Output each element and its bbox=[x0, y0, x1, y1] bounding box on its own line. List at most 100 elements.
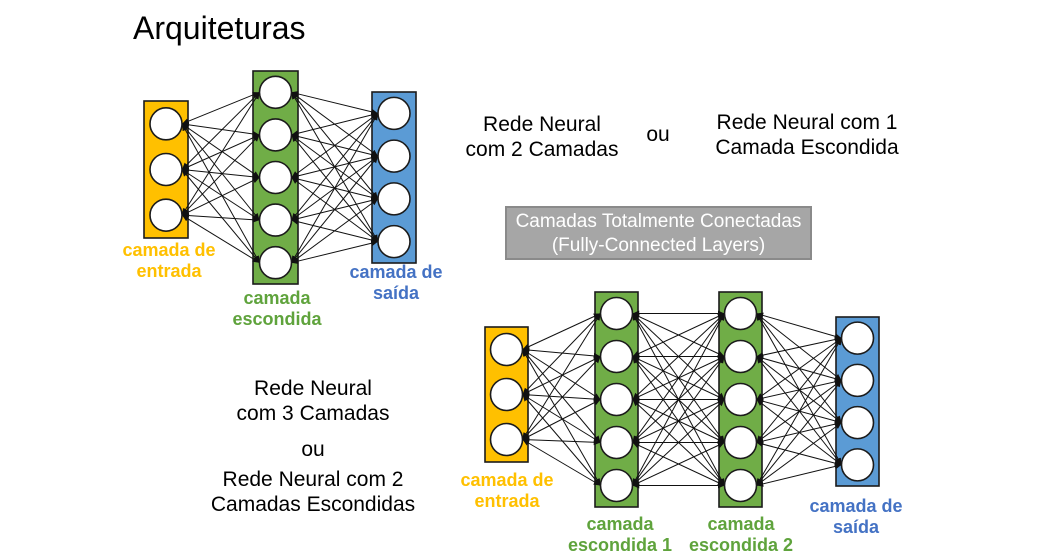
neuron-node bbox=[723, 468, 758, 503]
connection-line bbox=[181, 177, 260, 216]
connection-line bbox=[291, 112, 379, 137]
label-line: camada bbox=[586, 514, 654, 534]
connection-line bbox=[291, 90, 379, 115]
label-line: camada bbox=[243, 288, 311, 308]
neuron-node bbox=[258, 203, 293, 237]
caption-line: Rede Neural com 1 bbox=[716, 111, 898, 134]
neuron-node bbox=[840, 405, 875, 440]
neuron-node bbox=[489, 377, 524, 412]
connection-line bbox=[291, 240, 379, 265]
connection-line bbox=[181, 123, 260, 221]
connection-line bbox=[181, 91, 260, 170]
network1-diagram bbox=[143, 70, 417, 285]
net2-hidden2-layer-label: camada escondida 2 bbox=[666, 514, 816, 556]
net1-hidden-layer-label: camada escondida bbox=[202, 288, 352, 330]
caption-line: Rede Neural bbox=[254, 377, 372, 400]
neuron-node bbox=[723, 425, 758, 460]
neuron-node bbox=[377, 139, 411, 173]
caption-or-top: ou bbox=[646, 123, 670, 146]
net1-input-layer-label: camada de entrada bbox=[94, 240, 244, 282]
neuron-node bbox=[377, 182, 411, 216]
connection-line bbox=[181, 169, 260, 221]
connection-line bbox=[291, 155, 379, 264]
connection-line bbox=[181, 91, 260, 125]
label-line: saída bbox=[372, 283, 420, 303]
caption-two-layers: Rede Neural com 2 Camadas bbox=[452, 112, 632, 162]
label-line: escondida 2 bbox=[688, 535, 794, 555]
connection-line bbox=[522, 439, 601, 486]
neuron-node bbox=[840, 448, 875, 482]
label-line: saída bbox=[832, 517, 880, 537]
net2-hidden1-layer-label: camada escondida 1 bbox=[541, 514, 699, 556]
connection-line bbox=[522, 313, 601, 395]
neuron-node bbox=[723, 339, 758, 374]
fully-connected-box: Camadas Totalmente Conectadas (Fully-Con… bbox=[505, 206, 812, 260]
neuron-node bbox=[489, 332, 524, 367]
connection-line bbox=[522, 347, 601, 359]
label-line: camada de bbox=[809, 496, 903, 516]
net2-output-layer-label: camada de saída bbox=[780, 496, 932, 538]
caption-line: Rede Neural bbox=[483, 113, 601, 136]
fully-connected-box-line2: (Fully-Connected Layers) bbox=[551, 235, 766, 256]
label-line: escondida bbox=[232, 309, 322, 329]
caption-line: Camadas Escondidas bbox=[210, 493, 416, 516]
network2-diagram bbox=[484, 291, 880, 508]
caption-line: com 2 Camadas bbox=[465, 138, 619, 161]
label-line: escondida 1 bbox=[567, 535, 673, 555]
neuron-node bbox=[840, 321, 875, 355]
neuron-node bbox=[377, 96, 411, 131]
connection-line bbox=[291, 198, 379, 264]
fully-connected-box-line1: Camadas Totalmente Conectadas bbox=[515, 211, 802, 232]
neuron-node bbox=[258, 160, 293, 195]
neuron-node bbox=[840, 363, 875, 398]
caption-line: Camada Escondida bbox=[715, 136, 899, 159]
neuron-node bbox=[723, 296, 758, 331]
connection-line bbox=[522, 313, 601, 440]
connection-line bbox=[756, 312, 842, 340]
label-line: camada de bbox=[122, 240, 216, 260]
neuron-node bbox=[599, 382, 634, 417]
connection-line bbox=[756, 463, 842, 487]
net1-output-layer-label: camada de saída bbox=[321, 262, 471, 304]
neuron-node bbox=[258, 118, 293, 152]
connection-line bbox=[522, 349, 601, 486]
label-line: entrada bbox=[136, 261, 202, 281]
neuron-node bbox=[149, 107, 183, 141]
page-title: Arquiteturas bbox=[133, 10, 306, 46]
caption-line: Rede Neural com 2 bbox=[222, 468, 404, 491]
label-line: camada de bbox=[460, 470, 554, 490]
connection-line bbox=[522, 356, 601, 395]
net2-input-layer-label: camada de entrada bbox=[432, 470, 582, 512]
caption-line: com 3 Camadas bbox=[236, 402, 390, 425]
label-line: camada de bbox=[349, 262, 443, 282]
connection-line bbox=[181, 134, 260, 216]
neuron-node bbox=[258, 245, 293, 280]
label-line: camada bbox=[707, 514, 775, 534]
caption-or-bottom: ou bbox=[301, 438, 325, 461]
neuron-node bbox=[377, 224, 411, 259]
caption-one-hidden: Rede Neural com 1 Camada Escondida bbox=[698, 110, 916, 160]
neuron-node bbox=[723, 382, 758, 417]
connection-line bbox=[291, 113, 379, 221]
label-line: entrada bbox=[474, 491, 540, 511]
connection-line bbox=[522, 394, 601, 443]
neuron-node bbox=[599, 339, 634, 374]
neuron-node bbox=[149, 152, 183, 187]
connection-line bbox=[181, 167, 260, 180]
neuron-node bbox=[599, 468, 634, 503]
connection-line bbox=[181, 134, 260, 170]
caption-three-layers: Rede Neural com 3 Camadas ou Rede Neural… bbox=[193, 376, 433, 517]
connection-line bbox=[181, 214, 260, 264]
connection-line bbox=[181, 121, 260, 137]
neuron-node bbox=[599, 425, 634, 460]
connection-line bbox=[522, 399, 601, 440]
connection-line bbox=[522, 349, 601, 400]
neuron-node bbox=[489, 422, 524, 457]
connection-line bbox=[291, 113, 379, 263]
neuron-node bbox=[149, 198, 183, 232]
neuron-node bbox=[258, 75, 293, 110]
connection-line bbox=[522, 349, 601, 443]
neuron-node bbox=[599, 296, 634, 331]
